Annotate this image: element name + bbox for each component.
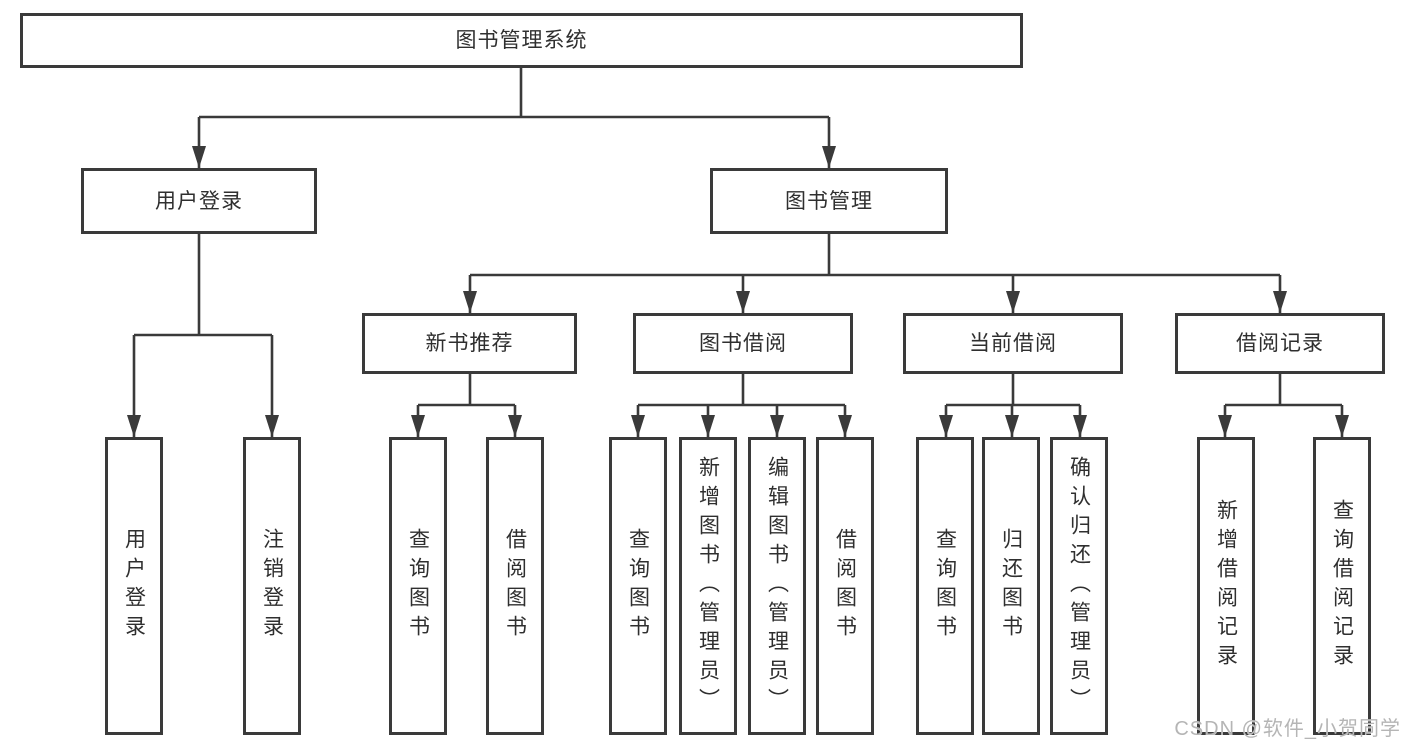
- node-label: 图书借阅: [699, 332, 787, 355]
- leaf-return-book: 归还图书: [982, 437, 1040, 735]
- node-label: 新书推荐: [425, 332, 514, 355]
- node-label: 查询借阅记录: [1330, 499, 1354, 673]
- leaf-add-borrow-record: 新增借阅记录: [1197, 437, 1255, 735]
- leaf-borrow-books-recommend: 借阅图书: [486, 437, 544, 735]
- node-label: 查询图书: [626, 528, 650, 644]
- node-label: 查询图书: [933, 528, 957, 644]
- connector-root-to-level2: [192, 68, 836, 168]
- node-label: 归还图书: [999, 528, 1023, 644]
- csdn-watermark: CSDN @软件_小贺同学: [1174, 718, 1401, 740]
- node-label: 注销登录: [260, 528, 284, 644]
- node-borrow-records: 借阅记录: [1175, 313, 1385, 374]
- node-label: 确认归还（管理员）: [1067, 455, 1091, 717]
- connector-book-borrow-children: [631, 374, 852, 437]
- node-book-borrow: 图书借阅: [633, 313, 853, 374]
- node-label: 用户登录: [122, 528, 146, 644]
- node-label: 图书管理系统: [455, 29, 588, 52]
- node-current-borrow: 当前借阅: [903, 313, 1123, 374]
- connector-records-children: [1218, 374, 1349, 437]
- node-label: 编辑图书（管理员）: [765, 455, 789, 717]
- node-library-management-system: 图书管理系统: [20, 13, 1023, 68]
- connector-user-login-children: [127, 234, 279, 437]
- leaf-query-books-borrow: 查询图书: [609, 437, 667, 735]
- connector-current-borrow-children: [939, 374, 1087, 437]
- node-book-management: 图书管理: [710, 168, 948, 234]
- node-label: 查询图书: [406, 528, 430, 644]
- leaf-query-borrow-record: 查询借阅记录: [1313, 437, 1371, 735]
- connector-new-book-children: [411, 374, 522, 437]
- connector-book-mgmt-to-level3: [463, 234, 1287, 313]
- node-label: 借阅图书: [503, 528, 527, 644]
- leaf-user-login: 用户登录: [105, 437, 163, 735]
- node-label: 当前借阅: [969, 332, 1057, 355]
- leaf-query-books-recommend: 查询图书: [389, 437, 447, 735]
- node-user-login: 用户登录: [81, 168, 317, 234]
- node-label: 借阅记录: [1236, 332, 1324, 355]
- leaf-add-book-admin: 新增图书（管理员）: [679, 437, 737, 735]
- node-label: 用户登录: [155, 189, 243, 213]
- leaf-confirm-return-admin: 确认归还（管理员）: [1050, 437, 1108, 735]
- node-label: 借阅图书: [833, 528, 857, 644]
- leaf-logout: 注销登录: [243, 437, 301, 735]
- node-label: 新增图书（管理员）: [696, 455, 720, 717]
- leaf-query-books-current: 查询图书: [916, 437, 974, 735]
- node-label: 新增借阅记录: [1214, 499, 1238, 673]
- node-label: 图书管理: [785, 189, 873, 213]
- leaf-edit-book-admin: 编辑图书（管理员）: [748, 437, 806, 735]
- node-new-book-recommend: 新书推荐: [362, 313, 577, 374]
- leaf-borrow-books: 借阅图书: [816, 437, 874, 735]
